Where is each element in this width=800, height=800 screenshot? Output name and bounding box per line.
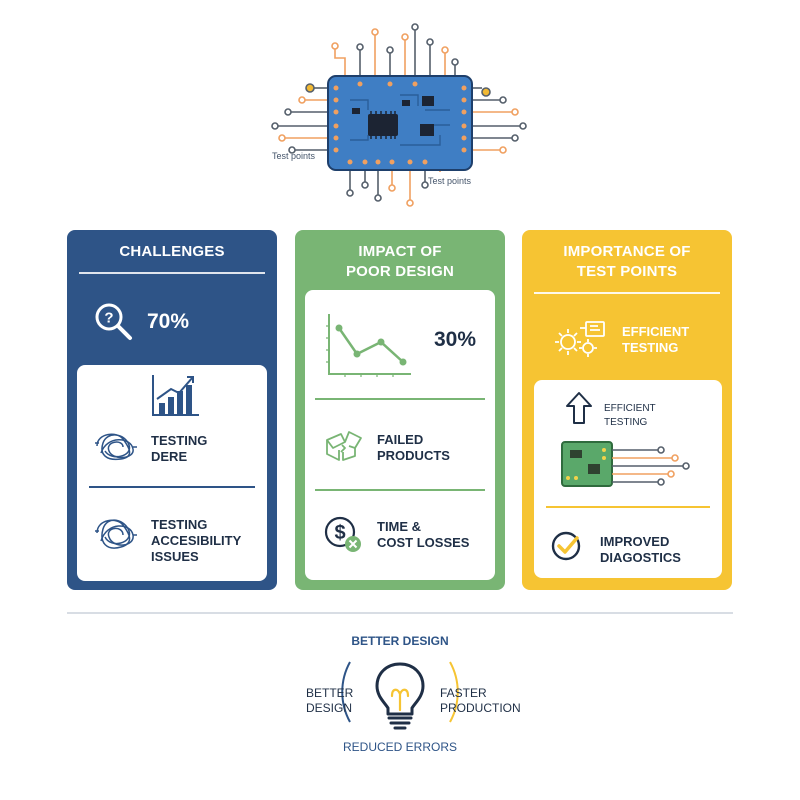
importance-panel: IMPORTANCE OF TEST POINTS EFFICIENT TEST… <box>522 230 732 590</box>
declining-line-chart-icon <box>326 314 411 377</box>
importance-card-line1: EFFICIENT <box>604 403 656 414</box>
test-points-label-right: Test points <box>428 176 472 186</box>
challenge-item-2-line2: ACCESIBILITY <box>151 533 242 548</box>
impact-item-2-line2: COST LOSSES <box>377 535 470 550</box>
magnifier-question-icon: ? <box>95 303 132 340</box>
tangled-wire-icon <box>95 433 137 461</box>
svg-text:?: ? <box>104 310 113 327</box>
gears-circuit-icon <box>555 321 605 357</box>
importance-bottom-line2: DIAGOSTICS <box>600 550 681 565</box>
lightbulb-icon <box>375 662 425 730</box>
cycle-right-line2: PRODUCTION <box>440 701 521 715</box>
challenges-panel: CHALLENGES ? 70% TESTING DERE <box>67 230 277 590</box>
impact-item-1-line1: FAILED <box>377 432 424 447</box>
impact-title-line1: IMPACT OF <box>358 243 442 260</box>
tangled-wire-icon <box>95 519 137 549</box>
challenge-item-1-line2: DERE <box>151 449 188 464</box>
cycle-bottom-label: REDUCED ERRORS <box>342 740 457 754</box>
panel-divider <box>534 292 720 294</box>
challenges-stat: 70% <box>147 310 190 333</box>
importance-title-line2: TEST POINTS <box>576 263 678 280</box>
dollar-x-icon: $ <box>324 516 361 552</box>
cycle-right-line1: FASTER <box>440 686 487 700</box>
cycle-top-label: BETTER DESIGN <box>351 634 449 648</box>
impact-title-line2: POOR DESIGN <box>345 263 455 280</box>
circuit-board-illustration <box>271 23 527 207</box>
section-divider <box>67 612 733 614</box>
impact-item-1-line2: PRODUCTS <box>377 448 450 463</box>
up-arrow-icon <box>566 392 592 424</box>
cycle-left-line2: DESIGN <box>306 701 353 715</box>
challenges-title: CHALLENGES <box>119 243 225 260</box>
broken-box-icon <box>326 431 362 461</box>
importance-bottom-line1: IMPROVED <box>600 534 670 549</box>
impact-item-2-line1: TIME & <box>377 519 422 534</box>
importance-title-line1: IMPORTANCE OF <box>563 243 691 260</box>
challenge-item-2-line1: TESTING <box>151 517 208 532</box>
cycle-left-line1: BETTER <box>306 686 354 700</box>
impact-stat: 30% <box>434 328 477 351</box>
cycle-ring <box>341 661 459 723</box>
card-divider <box>315 398 485 400</box>
card-divider <box>89 486 255 488</box>
importance-card: EFFICIENT TESTING IMPROVED DIAGOSTICS <box>534 380 722 578</box>
pcb-test-points-icon <box>561 441 690 487</box>
test-points-label-left: Test points <box>272 151 316 161</box>
svg-text:$: $ <box>334 522 345 544</box>
panel-divider <box>79 272 265 274</box>
card-divider <box>315 489 485 491</box>
check-circle-icon <box>551 531 581 561</box>
bar-chart-up-icon <box>152 375 199 416</box>
impact-panel: IMPACT OF POOR DESIGN 30% <box>295 230 505 590</box>
importance-header-line1: EFFICIENT <box>622 324 690 339</box>
challenges-card: TESTING DERE TESTING ACCESIBILITY ISSUES <box>77 365 267 581</box>
importance-header-line2: TESTING <box>622 340 679 355</box>
card-divider <box>546 506 710 508</box>
impact-card: 30% FAILED PRODUCTS $ TIME & COST LOSSES <box>305 290 495 580</box>
importance-card-line2: TESTING <box>604 417 648 428</box>
challenge-item-1-line1: TESTING <box>151 433 208 448</box>
challenge-item-2-line3: ISSUES <box>151 549 199 564</box>
